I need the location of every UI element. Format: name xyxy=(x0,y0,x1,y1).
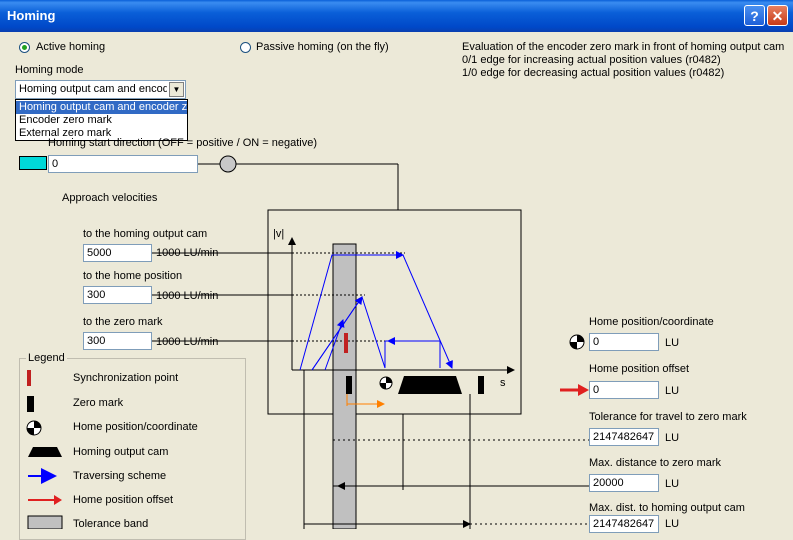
close-button[interactable]: ✕ xyxy=(767,5,788,26)
cam-velocity-input[interactable]: 5000 xyxy=(83,244,152,262)
info-line-2: 0/1 edge for increasing actual position … xyxy=(462,54,721,66)
home-velocity-unit: 1000 LU/min xyxy=(156,290,219,302)
offset-input[interactable]: 0 xyxy=(589,381,659,399)
passive-homing-label: Passive homing (on the fly) xyxy=(256,41,389,53)
window-title: Homing xyxy=(7,8,56,23)
legend-item: Home position/coordinate xyxy=(73,421,198,433)
legend-item: Home position offset xyxy=(73,494,174,506)
start-direction-label: Homing start direction (OFF = positive /… xyxy=(48,137,317,149)
offset-label: Home position offset xyxy=(589,363,690,375)
offset-unit: LU xyxy=(665,385,680,397)
zero-velocity-unit: 1000 LU/min xyxy=(156,336,219,348)
start-direction-input[interactable]: 0 xyxy=(48,155,198,173)
legend-item: Synchronization point xyxy=(73,372,179,384)
approach-velocities-title: Approach velocities xyxy=(62,192,158,204)
max-cam-unit: LU xyxy=(665,518,680,530)
title-bar xyxy=(0,0,793,32)
max-distance-label: Max. distance to zero mark xyxy=(589,457,722,469)
active-homing-label: Active homing xyxy=(36,41,106,53)
home-velocity-input[interactable]: 300 xyxy=(83,286,152,304)
home-position-input[interactable]: 0 xyxy=(589,333,659,351)
info-line-1: Evaluation of the encoder zero mark in f… xyxy=(462,41,785,53)
status-led-icon xyxy=(219,155,237,173)
homing-mode-label: Homing mode xyxy=(15,64,84,76)
cam-velocity-label: to the homing output cam xyxy=(83,228,208,240)
dropdown-option[interactable]: Homing output cam and encoder zero mark xyxy=(16,101,187,114)
home-position-unit: LU xyxy=(665,337,680,349)
home-position-label: Home position/coordinate xyxy=(589,316,714,328)
passive-homing-radio[interactable] xyxy=(240,42,251,53)
legend-item: Zero mark xyxy=(73,397,124,409)
help-button[interactable]: ? xyxy=(744,5,765,26)
zero-velocity-label: to the zero mark xyxy=(83,316,163,328)
tolerance-unit: LU xyxy=(665,432,680,444)
dropdown-option[interactable]: External zero mark xyxy=(19,127,112,139)
info-line-3: 1/0 edge for decreasing actual position … xyxy=(462,67,725,79)
tolerance-band xyxy=(332,243,357,529)
dropdown-option[interactable]: Encoder zero mark xyxy=(19,114,112,126)
legend-cam-symbol xyxy=(28,447,62,457)
max-cam-input[interactable]: 2147482647 xyxy=(589,515,659,533)
homing-mode-value: Homing output cam and encoder zero mark xyxy=(19,83,167,95)
legend-tolerance-symbol xyxy=(27,515,63,529)
tolerance-label: Tolerance for travel to zero mark xyxy=(589,411,747,423)
homing-mode-dropdown: Homing output cam and encoder zero mark … xyxy=(15,99,188,141)
digital-input-icon xyxy=(19,156,47,170)
legend-item: Homing output cam xyxy=(73,446,169,458)
homing-mode-select[interactable]: Homing output cam and encoder zero mark … xyxy=(15,80,186,99)
legend-zero-symbol xyxy=(27,396,34,412)
traversing-diagram: |v| s xyxy=(26,155,590,529)
legend-item: Traversing scheme xyxy=(73,470,167,482)
chevron-down-icon[interactable]: ▼ xyxy=(169,82,184,97)
zero-velocity-input[interactable]: 300 xyxy=(83,332,152,350)
max-distance-unit: LU xyxy=(665,478,680,490)
legend-sync-symbol xyxy=(27,370,31,386)
v-axis-label: |v| xyxy=(273,228,284,240)
home-velocity-label: to the home position xyxy=(83,270,183,282)
max-cam-label: Max. dist. to homing output cam xyxy=(589,502,745,514)
tolerance-input[interactable]: 2147482647 xyxy=(589,428,659,446)
max-distance-input[interactable]: 20000 xyxy=(589,474,659,492)
legend-item: Tolerance band xyxy=(73,518,149,530)
s-axis-label: s xyxy=(500,377,506,389)
legend-title: Legend xyxy=(26,352,67,364)
active-homing-radio[interactable] xyxy=(19,42,30,53)
